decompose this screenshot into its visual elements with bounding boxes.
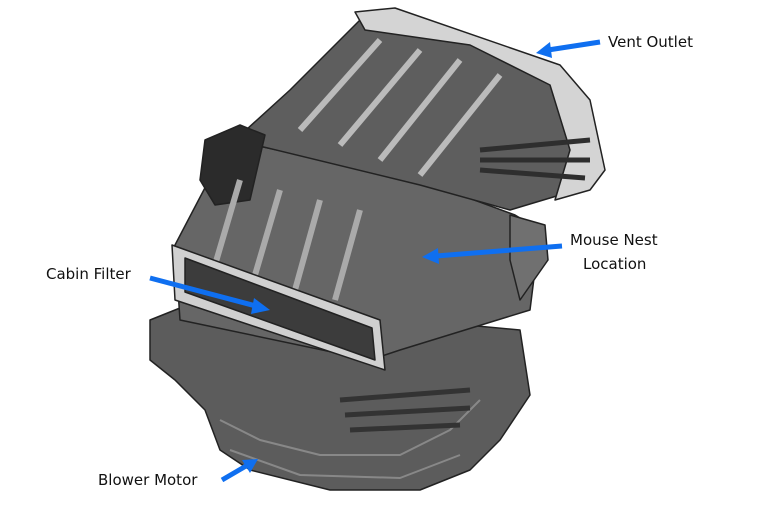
label-mouse-nest-line1: Mouse Nest (570, 231, 658, 249)
label-cabin-filter: Cabin Filter (46, 265, 131, 283)
arrowhead-vent-outlet (536, 42, 552, 58)
label-blower-motor: Blower Motor (98, 471, 198, 489)
arrowhead-cabin-filter (251, 298, 270, 314)
blower-motor-housing (149, 299, 531, 491)
arrowhead-blower-motor (242, 459, 258, 473)
arrow-vent-outlet (547, 39, 601, 53)
arrows (149, 39, 601, 483)
label-vent-outlet: Vent Outlet (608, 33, 693, 51)
arrow-cabin-filter (149, 275, 257, 309)
actuator (199, 124, 266, 206)
arrow-mouse-nest (435, 243, 563, 259)
cabin-filter (184, 257, 376, 361)
label-mouse-nest-line2: Location (583, 255, 647, 273)
arrowhead-mouse-nest (422, 248, 439, 264)
vent-flange (354, 7, 606, 201)
arrow-blower-motor (220, 463, 248, 483)
